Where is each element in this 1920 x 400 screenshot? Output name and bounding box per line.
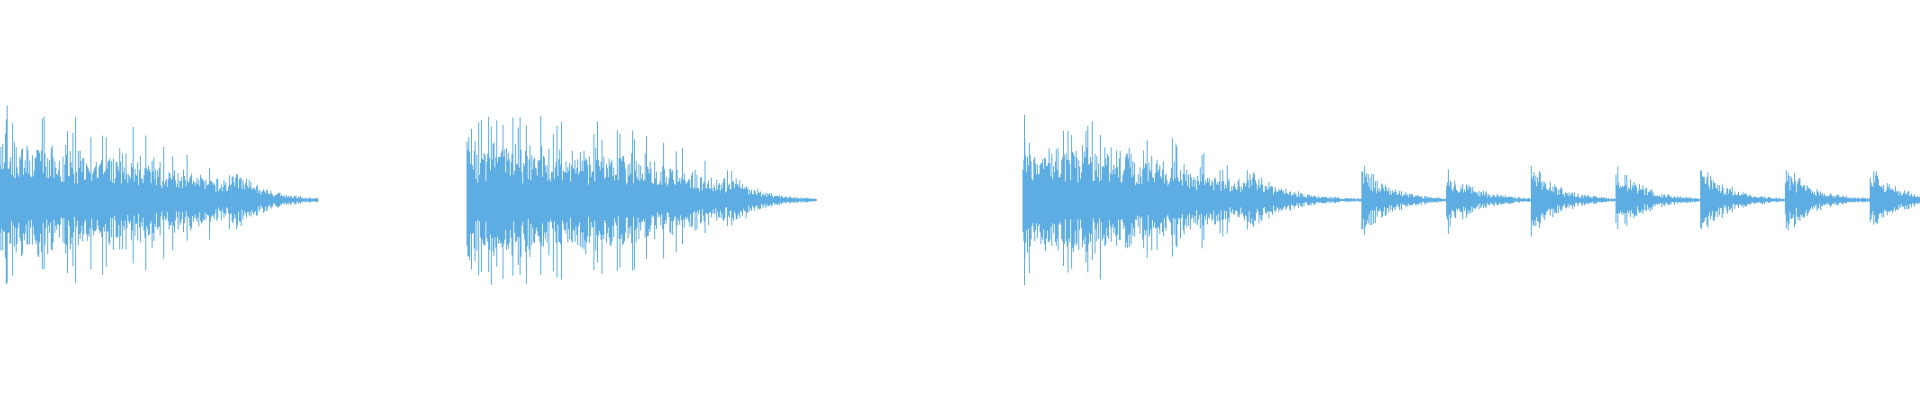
- waveform-segment: [0, 105, 155, 285]
- audio-clip[interactable]: [466, 115, 817, 285]
- audio-clip[interactable]: [0, 105, 319, 285]
- waveform-peaks: [1162, 138, 1248, 257]
- waveform-peaks: [1869, 171, 1920, 225]
- waveform-peaks: [1446, 169, 1532, 234]
- waveform-peaks: [646, 135, 732, 259]
- waveform-peaks: [1615, 166, 1702, 229]
- waveform-segment: [1162, 138, 1248, 257]
- audio-clip[interactable]: [1022, 121, 1920, 280]
- waveform-segment: [646, 135, 732, 259]
- waveform-peaks: [0, 105, 155, 285]
- waveform-peaks: [154, 146, 232, 259]
- waveform-segment: [231, 174, 319, 230]
- waveform-peaks: [1530, 165, 1617, 237]
- waveform-segment: [1869, 171, 1920, 225]
- waveform-segment: [1615, 166, 1702, 229]
- waveform-peaks: [231, 174, 319, 230]
- waveform-segment: [1446, 169, 1532, 234]
- waveform-segment: [1530, 165, 1617, 237]
- waveform-segment: [731, 171, 817, 226]
- waveform-segment: [154, 146, 232, 259]
- waveform-peaks: [731, 171, 817, 226]
